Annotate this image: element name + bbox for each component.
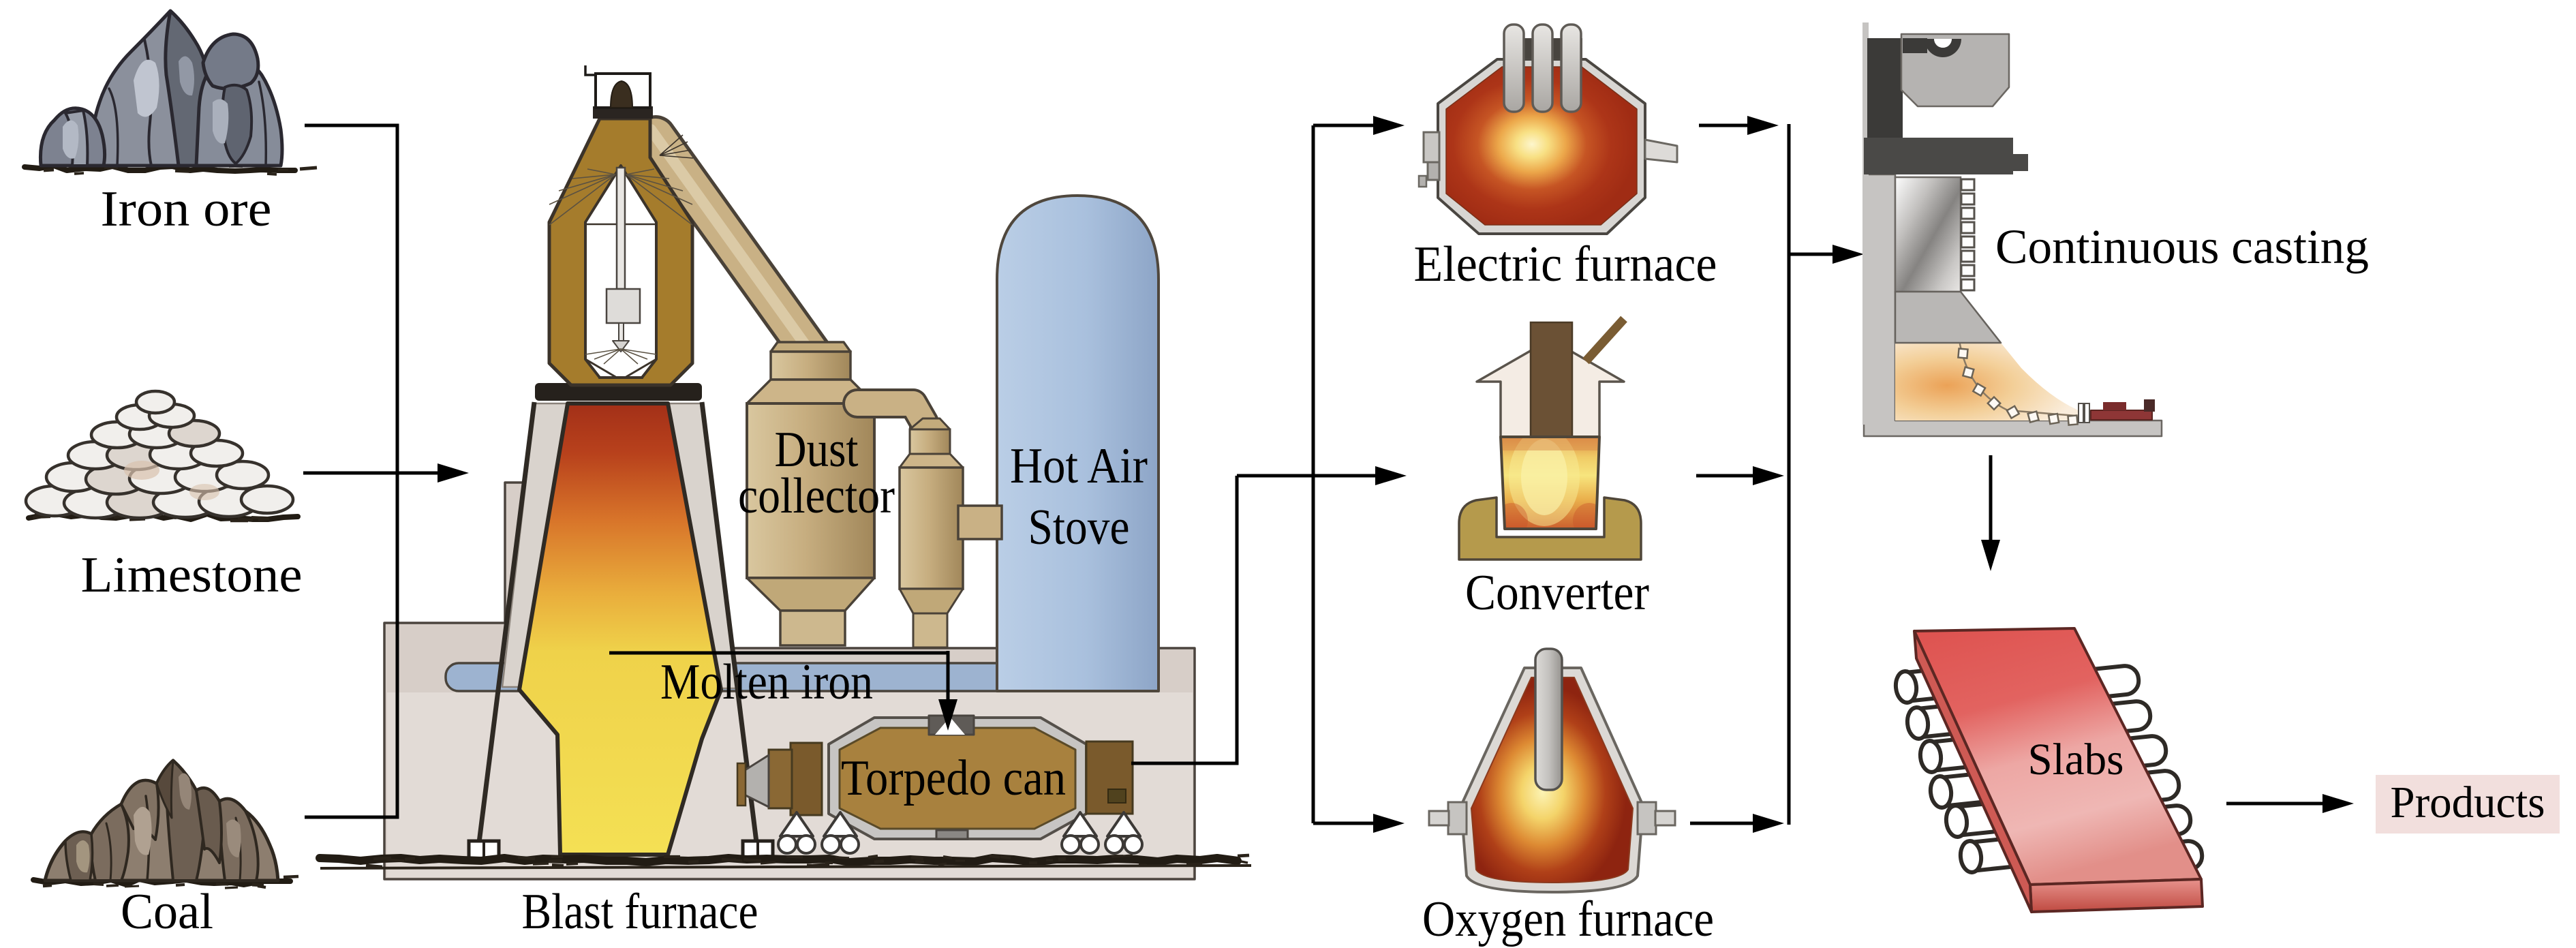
svg-text:Hot Air: Hot Air <box>1010 438 1148 494</box>
svg-text:Blast furnace: Blast furnace <box>522 884 758 940</box>
svg-text:Molten iron: Molten iron <box>660 654 873 710</box>
svg-text:collector: collector <box>738 468 895 524</box>
svg-text:Coal: Coal <box>121 884 213 940</box>
svg-text:Converter: Converter <box>1465 565 1649 621</box>
svg-text:Slabs: Slabs <box>2028 735 2124 784</box>
svg-text:Stove: Stove <box>1028 500 1130 555</box>
svg-text:Electric furnace: Electric furnace <box>1414 236 1717 292</box>
svg-text:Products: Products <box>2391 778 2545 827</box>
svg-text:Iron ore: Iron ore <box>101 181 272 237</box>
svg-text:Torpedo can: Torpedo can <box>841 750 1066 806</box>
svg-text:Oxygen furnace: Oxygen furnace <box>1422 891 1714 947</box>
svg-text:Continuous casting: Continuous casting <box>1995 219 2369 274</box>
svg-text:Dust: Dust <box>775 422 859 478</box>
svg-text:Limestone: Limestone <box>81 547 303 603</box>
